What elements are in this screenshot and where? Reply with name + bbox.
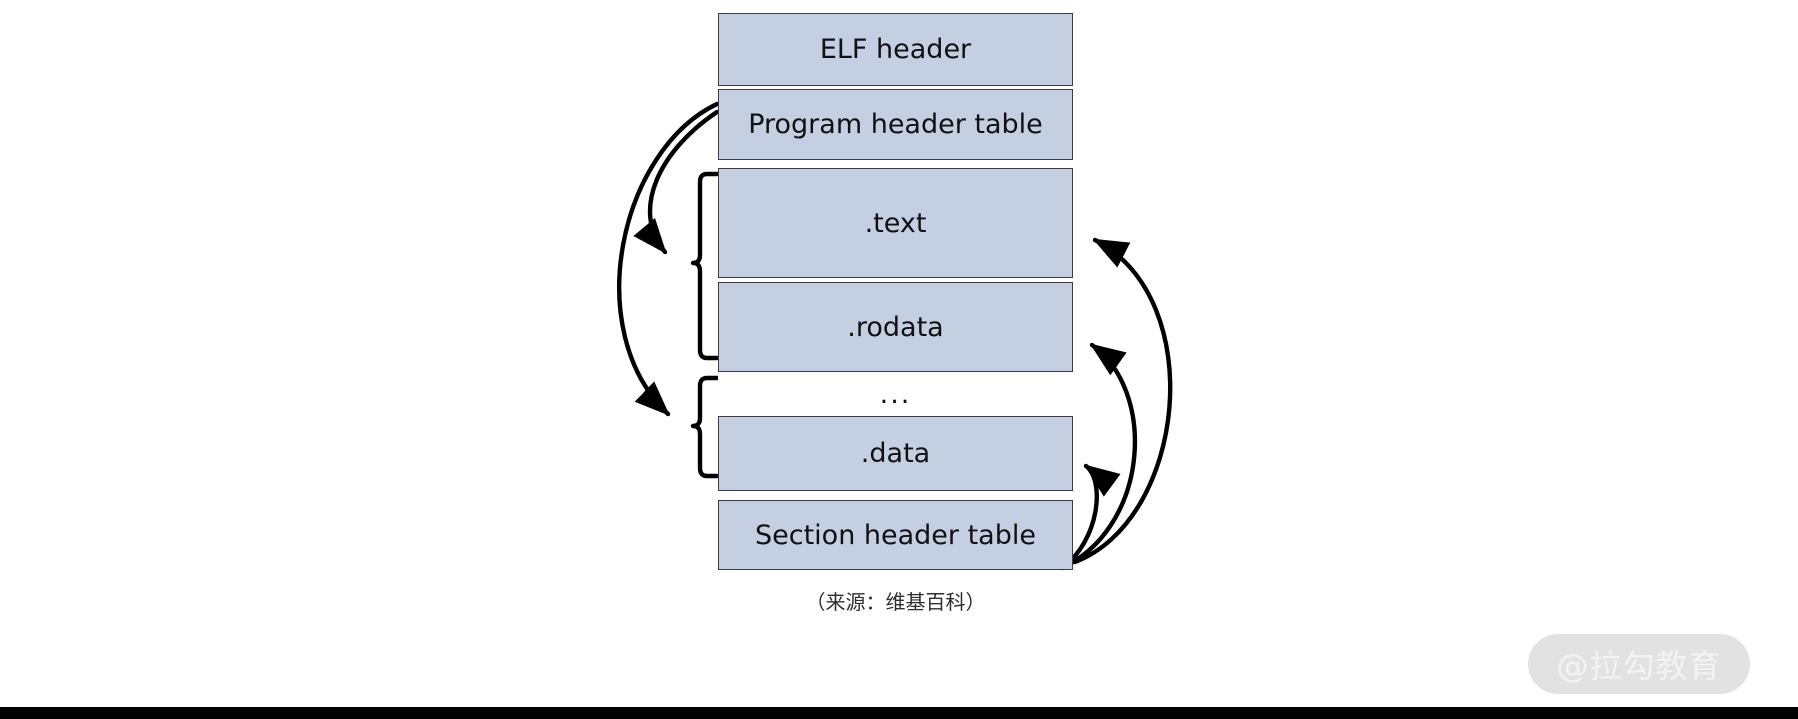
segment-rodata: .rodata <box>718 282 1073 372</box>
watermark-text: @拉勾教育 <box>1556 647 1722 685</box>
segment-label-ellipsis: ... <box>879 378 912 410</box>
section-header-to-data <box>1059 463 1121 571</box>
segment-program-header-table: Program header table <box>718 89 1073 160</box>
segment-label-program-header-table: Program header table <box>748 109 1043 140</box>
segment-section-header-table: Section header table <box>718 500 1073 570</box>
segment-label-section-header-table: Section header table <box>755 519 1036 551</box>
figure-caption: （来源：维基百科） <box>805 590 986 614</box>
segment-data: .data <box>718 416 1073 491</box>
segment-label-rodata: .rodata <box>847 311 944 343</box>
segment-text: .text <box>718 168 1073 278</box>
section-header-to-text <box>1072 237 1173 565</box>
program-header-to-lower-brace <box>617 101 720 417</box>
segment-label-data: .data <box>860 438 931 469</box>
watermark-badge: @拉勾教育 <box>1528 634 1750 694</box>
segment-label-elf-header: ELF header <box>819 34 972 65</box>
segment-ellipsis: ... <box>718 373 1073 415</box>
program-header-to-upper-brace <box>633 109 720 255</box>
bottom-bar <box>0 707 1798 719</box>
segment-label-text: .text <box>864 207 927 239</box>
segment-elf-header: ELF header <box>718 13 1073 86</box>
section-header-to-rodata <box>1065 342 1138 568</box>
segment-brace-upper <box>690 171 720 361</box>
segment-brace-lower <box>690 375 720 479</box>
